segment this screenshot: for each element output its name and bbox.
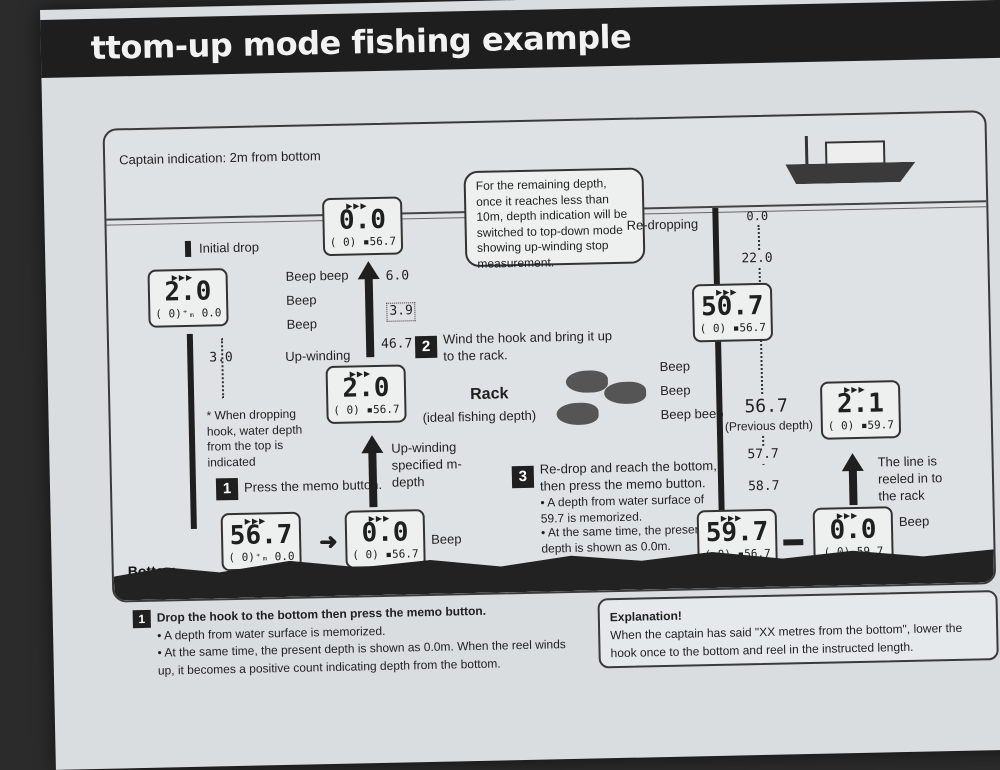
lcd-sub: ( 0) ▪56.7: [699, 320, 767, 336]
depth-r0: 0.0: [746, 208, 769, 224]
lcd-sub: ( 0)⁺ₘ 0.0: [155, 306, 222, 321]
step-3-badge: 3: [511, 465, 535, 489]
re-dropping-label: Re-dropping: [626, 216, 699, 233]
step-1-notes: 1 Drop the hook to the bottom then press…: [132, 601, 574, 680]
previous-depth: (Previous depth): [724, 417, 814, 436]
up-winding-specified: Up-winding specified m-depth: [391, 439, 462, 490]
depth-3-9: 3.9: [386, 302, 417, 322]
fish-icon-3: [556, 402, 599, 426]
page-title: ttom-up mode fishing example: [40, 0, 1000, 78]
reeled-in-label: The line is reeled in to the rack: [877, 453, 943, 504]
fish-icon-2: [603, 381, 647, 405]
up-arrow-shaft: [364, 277, 375, 358]
explanation-body: When the captain has said "XX metres fro…: [610, 620, 963, 661]
lcd-sub: ( 0) ▪56.7: [329, 234, 397, 249]
lcd-redrop: ▶▶▶ 50.7 ( 0) ▪56.7: [691, 282, 774, 343]
step-3-title: Re-drop and reach the bottom, then press…: [539, 457, 717, 494]
captain-indication: Captain indication: 2m from bottom: [118, 148, 321, 168]
rack-sub: (ideal fishing depth): [422, 407, 537, 426]
beep-beep-label: Beep beep: [285, 267, 349, 284]
right-arrow-icon-2: ▬: [783, 528, 804, 551]
fish-beep-1: Beep: [659, 358, 691, 375]
lcd-rack-final: ▶▶▶ 2.1 ( 0) ▪59.7: [819, 380, 902, 440]
rack-label: Rack: [469, 385, 509, 404]
drop-dotted: [220, 338, 225, 399]
dropping-note: * When dropping hook, water depth from t…: [206, 406, 303, 470]
up-arrow-shaft-2: [368, 451, 378, 508]
initial-drop-marker: [184, 240, 192, 258]
step-2-label: Wind the hook and bring it up to the rac…: [442, 328, 613, 364]
note-step-badge: 1: [132, 609, 151, 629]
beep-bottom-1: Beep: [431, 531, 462, 547]
depth-r22: 22.0: [741, 250, 773, 269]
depth-6: 6.0: [385, 268, 410, 284]
lcd-initial: ▶▶▶ 2.0 ( 0)⁺ₘ 0.0: [147, 268, 229, 328]
initial-drop-label: Initial drop: [198, 239, 260, 256]
remaining-depth-callout: For the remaining depth, once it reaches…: [463, 167, 646, 271]
explanation-box: Explanation! When the captain has said "…: [597, 590, 999, 669]
depth-46-7: 46.7: [380, 336, 413, 352]
boat-icon: [785, 134, 916, 187]
lcd-sub: ( 0) ▪56.7: [333, 402, 400, 417]
beep-bottom-2: Beep: [898, 513, 930, 530]
diagram-panel: Captain indication: 2m from bottom Initi…: [102, 110, 997, 603]
fish-icon: [565, 370, 609, 394]
depth-r57-7: 57.7: [747, 446, 779, 465]
lcd-memo: ▶▶▶ 0.0 ( 0) ▪56.7: [344, 509, 426, 569]
depth-r56-7: 56.7: [744, 394, 789, 419]
right-arrow-icon: ➜: [318, 528, 338, 555]
beep-label-2: Beep: [285, 292, 317, 308]
manual-page: ttom-up mode fishing example Captain ind…: [40, 0, 1000, 770]
fish-beep-3: Beep beep: [660, 405, 724, 423]
up-winding-label: Up-winding: [285, 347, 351, 364]
step-2-badge: 2: [414, 335, 438, 359]
fish-beep-2: Beep: [659, 382, 691, 399]
step-1-badge: 1: [215, 477, 239, 501]
lcd-sub: ( 0) ▪59.7: [827, 418, 895, 433]
beep-label-3: Beep: [286, 316, 318, 332]
drop-line: [186, 333, 197, 529]
lcd-rack: ▶▶▶ 2.0 ( 0) ▪56.7: [325, 364, 407, 425]
depth-r58-7: 58.7: [747, 478, 780, 497]
lcd-top: ▶▶▶ 0.0 ( 0) ▪56.7: [322, 196, 404, 257]
lcd-sub: ( 0) ▪56.7: [352, 547, 419, 562]
up-arrow-shaft-3: [848, 468, 858, 506]
depth-3: 3.0: [209, 350, 233, 366]
step-1-label: Press the memo button.: [243, 476, 383, 495]
